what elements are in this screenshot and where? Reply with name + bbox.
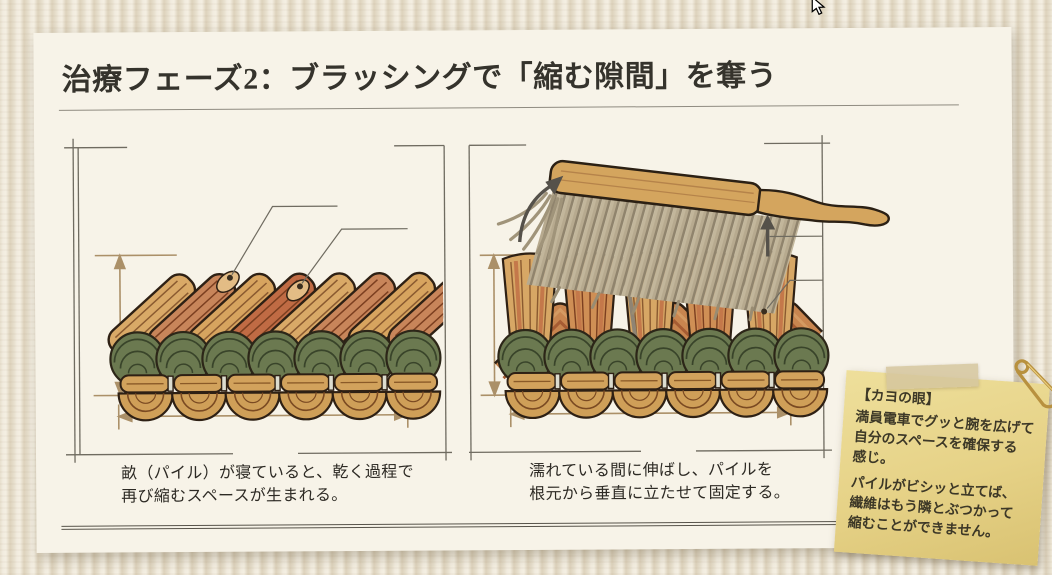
title-divider	[58, 104, 959, 111]
brush-bristles	[526, 191, 801, 314]
motion-arrows	[518, 175, 776, 257]
leader-lines-left	[226, 205, 408, 290]
figure-pile-flat	[64, 138, 452, 463]
splayed-bristles	[496, 191, 564, 260]
sticky-note: 【カヨの眼】 満員電車でグッと腕を広げて 自分のスペースを確保する 感じ。 パイ…	[833, 359, 1052, 566]
page-title: 治療フェーズ2：ブラッシングで「縮む隙間」を奪う	[61, 59, 778, 97]
caption-pile-brushed: 濡れている間に伸ばし、パイルを 根元から垂直に立たせて固定する。	[529, 461, 791, 503]
flat-pile-tufts	[104, 266, 444, 369]
figure-pile-brushed	[468, 135, 890, 461]
brush	[496, 159, 890, 322]
backing-left	[117, 372, 442, 422]
stray-bristles	[550, 286, 754, 322]
safety-pin-icon	[1000, 354, 1052, 427]
leader-lines-right	[761, 235, 823, 315]
brush-handle	[756, 188, 890, 227]
footer-divider	[61, 520, 960, 530]
mouse-cursor-icon	[810, 0, 828, 20]
caption-pile-flat: 畝（パイル）が寝ていると、乾く過程で 再び縮むスペースが生まれる。	[121, 463, 414, 506]
masking-tape	[885, 363, 979, 390]
carpet-diagrams	[64, 135, 890, 463]
slide-card: 治療フェーズ2：ブラッシングで「縮む隙間」を奪う	[33, 27, 1015, 553]
frame-left	[64, 138, 452, 463]
